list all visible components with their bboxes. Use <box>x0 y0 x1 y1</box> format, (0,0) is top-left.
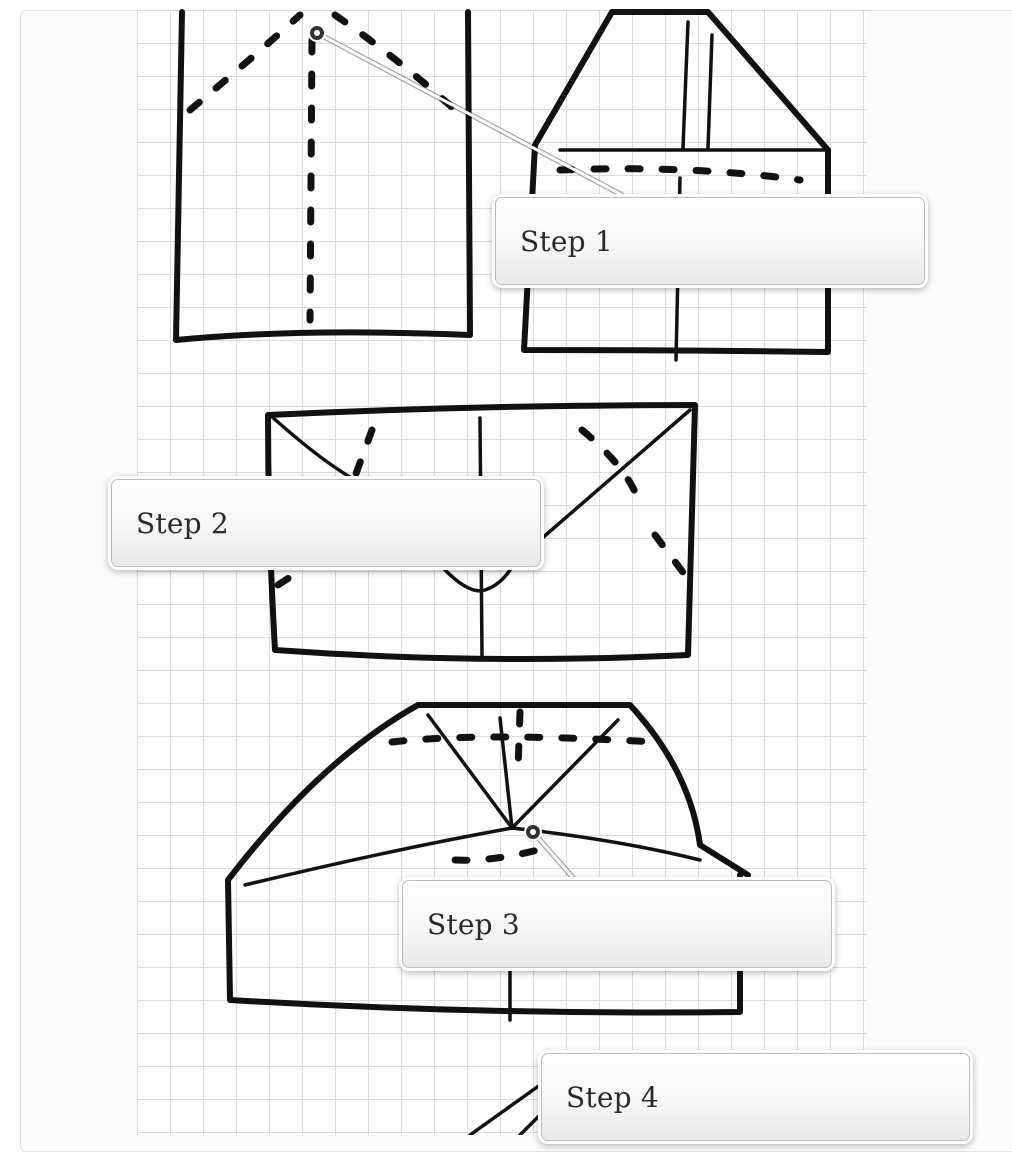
step-1-marker-dot[interactable] <box>310 26 324 40</box>
step-2-callout[interactable]: Step 2 <box>111 479 541 567</box>
step-1-callout[interactable]: Step 1 <box>495 197 925 285</box>
step-2-label: Step 2 <box>136 507 229 540</box>
step-3-marker-dot[interactable] <box>526 825 540 839</box>
step-4-callout[interactable]: Step 4 <box>541 1053 970 1141</box>
step-3-label: Step 3 <box>427 908 520 941</box>
step-4-label: Step 4 <box>566 1081 659 1114</box>
step-3-callout[interactable]: Step 3 <box>402 880 832 968</box>
step-1-label: Step 1 <box>520 225 613 258</box>
